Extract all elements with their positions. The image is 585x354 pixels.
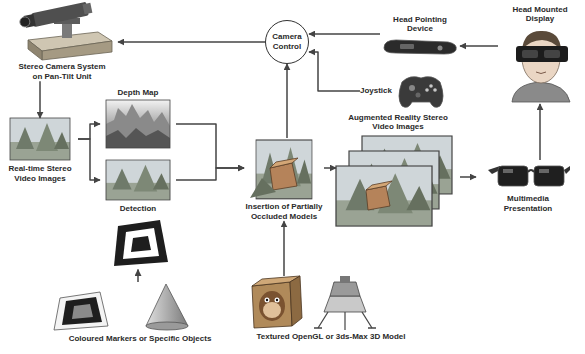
flow-arrow (176, 168, 244, 180)
video-image (10, 118, 70, 160)
detection-node: Detection (100, 160, 176, 270)
video-node: Real-time Stereo Video Images (2, 118, 78, 183)
node-label: Joystick (360, 86, 392, 96)
flow-arrow (286, 64, 288, 138)
flow-arrow (324, 167, 336, 169)
cone-figure (146, 284, 188, 330)
depth-map-image (106, 100, 170, 148)
flow-arrow (309, 33, 380, 35)
node-label: Detection (100, 204, 176, 214)
head-pointing-device-figure (384, 40, 456, 54)
circle-text: Camera Control (268, 32, 306, 51)
node-label: Insertion of Partially Occluded Models (244, 202, 324, 221)
ar-video-stack (336, 136, 452, 226)
detection-image (106, 160, 170, 200)
flow-arrow (78, 139, 100, 180)
insertion-node: Insertion of Partially Occluded Models (244, 138, 324, 221)
pointing-device-node: Head Pointing Device (380, 15, 460, 56)
camera-control-circle: Camera Control (265, 20, 309, 64)
camera-node: Stereo Camera System on Pan-Tilt Unit (6, 4, 118, 81)
insertion-image (250, 140, 312, 199)
model-node: Textured OpenGL or 3ds-Max 3D Model (236, 276, 426, 342)
flow-arrow (539, 104, 541, 160)
stereo-glasses-figure (488, 166, 570, 186)
stereo-camera-figure (18, 1, 112, 60)
marker-figure (54, 292, 108, 330)
node-label: Camera Control (268, 32, 306, 51)
hmd-node: Head Mounted Display (498, 5, 582, 104)
flow-arrow (283, 221, 285, 276)
textured-cube-model (252, 276, 302, 328)
flow-arrow (78, 124, 100, 139)
detected-marker (114, 220, 168, 266)
node-label: Augmented Reality Stereo Video Images (348, 113, 448, 132)
flow-arrow (176, 124, 244, 168)
ar-images-node: Augmented Reality Stereo Video Images (336, 113, 460, 230)
flow-arrow (460, 45, 498, 47)
gamepad-figure (399, 77, 443, 108)
flow-arrow (39, 81, 41, 118)
depth-map-node: Depth Map (100, 88, 176, 150)
node-label: Multimedia Presentation (488, 194, 568, 213)
flow-arrow (118, 41, 265, 43)
flow-arrow (137, 270, 139, 282)
node-label: Head Mounted Display (498, 5, 582, 24)
joystick-node: Joystick (360, 70, 446, 112)
lander-model (314, 276, 376, 330)
node-label: Head Pointing Device (380, 15, 460, 34)
markers-node: Coloured Markers or Specific Objects (40, 282, 240, 344)
node-label: Depth Map (100, 88, 176, 98)
presentation-node: Multimedia Presentation (476, 160, 580, 213)
flow-arrow (460, 176, 476, 178)
node-label: Real-time Stereo Video Images (2, 164, 78, 183)
hmd-wearer-figure (512, 31, 570, 102)
node-label: Textured OpenGL or 3ds-Max 3D Model (236, 332, 426, 342)
node-label: Stereo Camera System on Pan-Tilt Unit (14, 62, 110, 81)
flow-arrow (309, 52, 360, 91)
node-label: Coloured Markers or Specific Objects (40, 334, 240, 344)
